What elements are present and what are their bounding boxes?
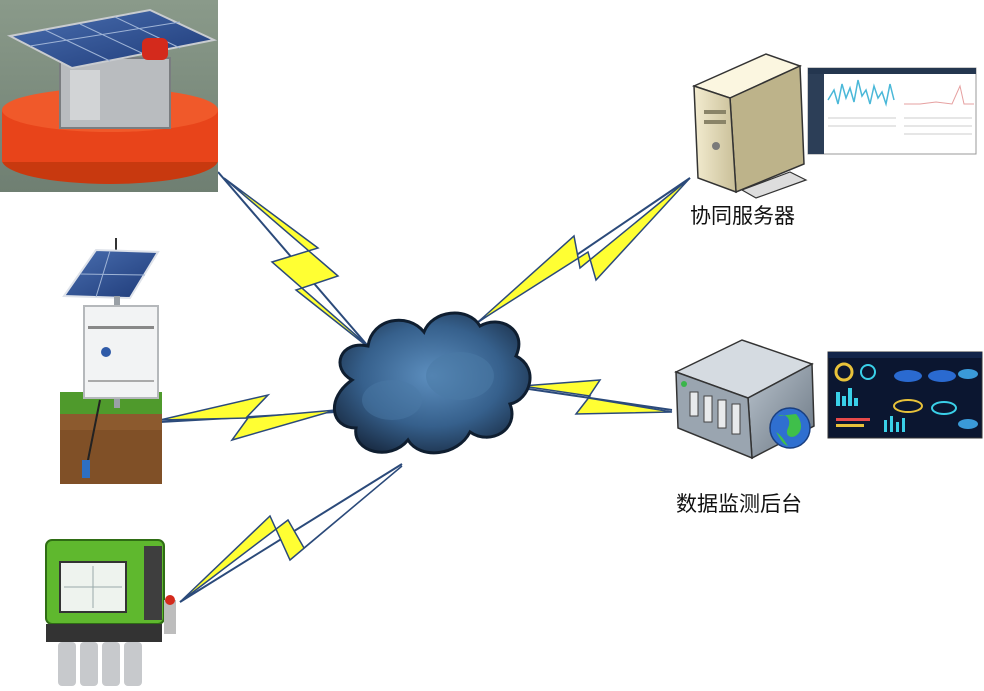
rack-server-icon: [674, 339, 815, 460]
cloud-icon: [333, 311, 532, 455]
lightning-bolt-icon: [521, 379, 673, 415]
link-buoy: [217, 171, 383, 361]
lightning-bolt-icon: [477, 177, 691, 323]
lightning-bolt-icon: [159, 393, 337, 442]
tower-server-icon: [691, 53, 808, 199]
backend-dashboard-thumbnail: [827, 351, 983, 439]
water-quality-buoy-photo: [0, 0, 218, 192]
soil-monitoring-station-photo: [60, 238, 162, 484]
link-collab-server: [477, 177, 691, 323]
globe-icon: [769, 407, 811, 449]
link-monitor-backend: [521, 379, 673, 415]
link-analyzer: [179, 463, 403, 603]
link-soil-station: [159, 393, 337, 442]
collab-server-label: 协同服务器: [690, 204, 795, 228]
lightning-bolt-icon: [179, 465, 403, 603]
server-dashboard-thumbnail: [807, 67, 977, 155]
monitor-backend-label: 数据监测后台: [676, 492, 802, 516]
multi-parameter-analyzer-photo: [45, 539, 176, 686]
